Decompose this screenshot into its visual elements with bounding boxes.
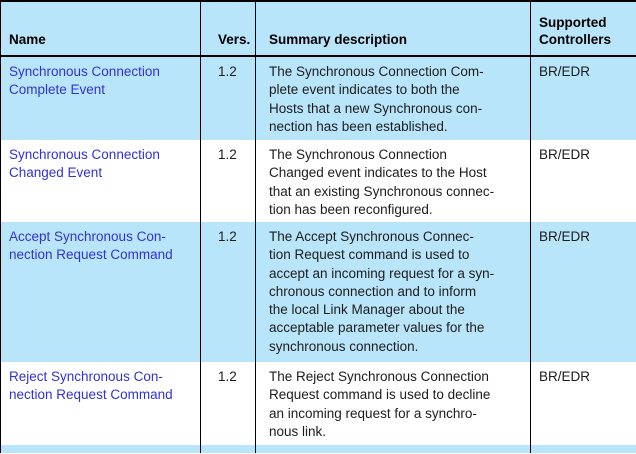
cell-summary: The Reject Synchronous Connection Reques…: [255, 362, 531, 445]
cell-summary: The Synchronous Connection Changed event…: [255, 140, 531, 222]
cell-version: 1.2: [200, 222, 256, 362]
table-header: Name Vers. Summary description Supported…: [0, 1, 636, 57]
cell-name: Synchronous Connection Changed Event: [0, 140, 201, 222]
cell-supported-controllers: BR/EDR: [530, 362, 636, 445]
column-header-name: Name: [0, 1, 201, 57]
cell-name: Reject Synchronous Con- nection Request …: [0, 362, 201, 445]
table-row: Synchronous Connection Complete Event 1.…: [0, 56, 636, 140]
cell-supported-controllers: BR/EDR: [530, 56, 636, 140]
command-link[interactable]: Accept Synchronous Con- nection Request …: [9, 229, 173, 263]
cell-supported-controllers: BR/EDR: [530, 140, 636, 222]
column-header-summary: Summary description: [255, 1, 531, 57]
table-row: Synchronous Connection Changed Event 1.2…: [0, 140, 636, 222]
header-row: Name Vers. Summary description Supported…: [0, 1, 636, 57]
cell-version: 1.2: [200, 362, 256, 445]
cell-version: 1.2: [200, 56, 256, 140]
cell-summary: The Accept Synchronous Connec- tion Requ…: [255, 222, 531, 362]
cell-version: 1.2: [200, 140, 256, 222]
table-row: Accept Synchronous Con- nection Request …: [0, 222, 636, 362]
table-row: Reject Synchronous Con- nection Request …: [0, 362, 636, 445]
cell-summary: The Synchronous Connection Com- plete ev…: [255, 56, 531, 140]
command-link[interactable]: Synchronous Connection Complete Event: [9, 64, 160, 98]
cell-name: Accept Synchronous Con- nection Request …: [0, 222, 201, 362]
command-link[interactable]: Synchronous Connection Changed Event: [9, 147, 160, 181]
cell-supported-controllers: BR/EDR: [530, 222, 636, 362]
column-header-version: Vers.: [200, 1, 256, 57]
cell-name: Synchronous Connection Complete Event: [0, 56, 201, 140]
table-body: Synchronous Connection Complete Event 1.…: [0, 56, 636, 453]
command-link[interactable]: Reject Synchronous Con- nection Request …: [9, 369, 173, 403]
column-header-supported-controllers: Supported Controllers: [530, 1, 636, 57]
next-row-sliver: [0, 445, 636, 453]
